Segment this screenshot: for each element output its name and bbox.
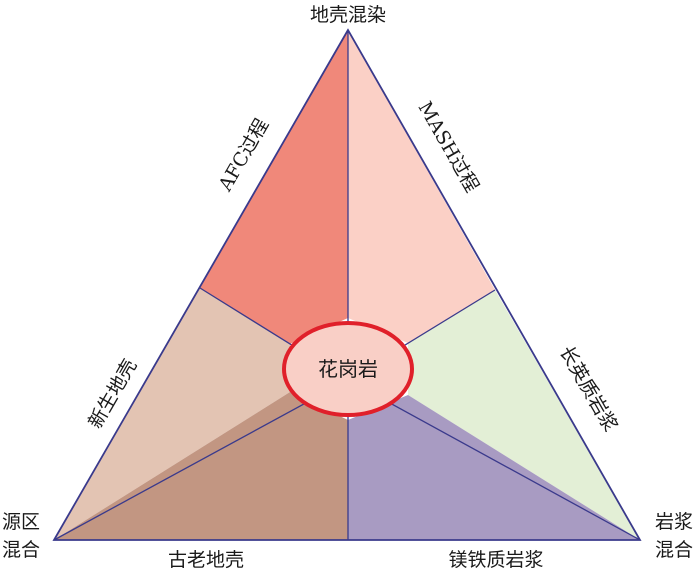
region-mafic-magma [348, 395, 640, 540]
granite-ellipse [282, 321, 414, 417]
apex-bottom-left-label-line1: 源区 [2, 511, 40, 533]
region-juvenile-crust [54, 288, 290, 540]
triangle-outline [52, 28, 642, 541]
apex-bottom-right-label-line2: 混合 [655, 539, 693, 561]
region-afc [200, 30, 348, 344]
region-felsic-magma [408, 290, 640, 540]
edge-label-mafic-magma: 镁铁质岩浆 [448, 549, 543, 571]
granite-label: 花岗岩 [318, 357, 378, 381]
region-old-crust [54, 392, 348, 540]
apex-top-label: 地壳混染 [310, 4, 386, 26]
apex-bottom-left-label-line2: 混合 [2, 539, 40, 561]
region-mash [348, 30, 495, 343]
apex-bottom-right-label-line1: 岩浆 [655, 511, 693, 533]
edge-label-old-crust: 古老地壳 [168, 549, 244, 571]
